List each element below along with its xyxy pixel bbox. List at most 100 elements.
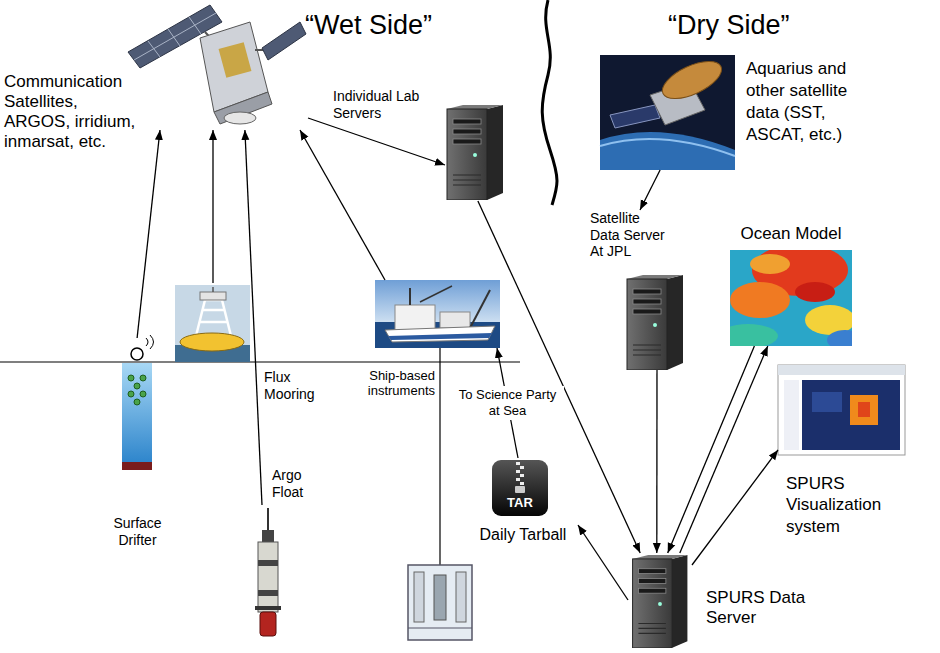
server-icon [627,275,683,370]
research-ship-photo [470,290,490,328]
node-label: Aquarius and other satellite data (SST, … [746,58,864,146]
communication-satellite [214,92,272,124]
sea-surface-line [0,361,520,362]
research-ship-photo [388,333,492,340]
flow-arrow [137,130,160,338]
argo-float [258,590,278,596]
side-divider [542,0,557,205]
research-ship-photo [385,326,495,342]
argo-float [262,530,274,542]
server-icon [633,555,688,648]
ocean-model-map [718,244,863,350]
research-ship-photo [420,286,452,302]
ctd-rosette [439,348,440,565]
satellite-data-node: Aquarius and other satellite data (SST, … [598,55,736,170]
surface-drifter [140,391,146,397]
float-node: Argo Float [250,505,288,643]
aquarius-satellite-image [600,54,735,170]
surface-drifter [134,399,140,405]
communication-satellite [128,5,306,124]
argo-float [255,606,281,610]
tarball-icon [516,462,520,465]
node-label: Flux Mooring [264,369,334,402]
ocean-model-map [827,330,852,346]
node-label: Daily Tarball [468,526,578,545]
research-ship-photo [375,280,500,348]
node-label: Ship-based instruments [360,368,435,399]
aquarius-satellite-image [610,105,660,128]
ctd-rosette [414,572,424,622]
ocean-model-map [750,254,790,274]
tarball-icon [516,478,520,481]
communication-satellite [262,22,306,60]
visualization-screenshot [858,402,870,417]
surface-drifter [122,462,152,470]
visualization-screenshot [802,380,900,450]
surface-drifter [146,335,154,349]
surface-drifter [140,375,146,381]
flow-arrow [212,130,213,283]
visualization-screenshot [812,392,842,412]
node-label: Ocean Model [730,224,852,244]
server-icon [633,555,688,648]
visualization-screenshot [784,380,799,450]
tarball-icon [492,460,548,516]
node-label: Surface Drifter [95,515,180,548]
flow-arrow [656,370,658,553]
flow-arrow [300,130,385,280]
node-label: SPURS Visualization system [786,473,908,537]
ocean-model-map [730,324,778,346]
flux-mooring-photo [175,285,250,362]
argo-float [258,560,278,566]
server-icon [447,105,503,200]
flux-mooring-photo [212,287,214,292]
argo-float [260,612,276,636]
communication-satellite [224,112,256,124]
drifter-node: Surface Drifter [115,338,160,473]
node-label: Individual Lab Servers [333,88,441,121]
visualization-screenshot [778,365,905,375]
server-icon [447,105,503,200]
region-title: “Wet Side” [305,10,465,41]
surface-drifter [122,335,154,470]
ctd-rosette [456,572,466,622]
tarball-icon [516,470,520,473]
research-ship-photo [375,280,500,325]
ocean-model-map [730,250,852,346]
node-label: SPURS Data Server [706,588,826,628]
ocean-model-map [795,282,835,302]
satellite-node: Communication Satellites, ARGOS, irridiu… [118,0,308,130]
server-node: Individual Lab Servers [445,103,507,201]
argo-float [255,508,281,636]
server-node: SPURS Data Server [628,553,692,650]
flow-arrow [245,130,262,505]
surface-drifter [131,348,143,360]
ctd-rosette [408,565,472,640]
icon-label: TAR [492,495,548,510]
ctd-rosette [434,575,446,620]
visualization-screenshot [850,395,878,425]
node-label: Satellite Data Server At JPL [590,210,670,260]
node-label: Communication Satellites, ARGOS, irridiu… [4,72,139,152]
aquarius-satellite-image [657,54,727,106]
aquarius-satellite-image [600,132,735,170]
tarball-icon [520,466,524,469]
argo-float [267,508,269,530]
flux-mooring-photo [200,292,226,300]
mooring-node: Flux Mooring [175,283,253,363]
communication-satellite [219,42,252,78]
model-node: Ocean Model [730,224,852,346]
surface-drifter [128,375,134,381]
flow-arrow [640,170,660,210]
node-label: Argo Float [272,467,322,500]
flow-arrow [692,450,778,565]
visualization-node: SPURS Visualization system [778,363,908,543]
surface-drifter [122,363,152,462]
flow-arrow [578,525,628,600]
ocean-model-map [730,282,790,318]
tarball-icon [520,474,524,477]
visualization-screenshot [778,365,905,455]
research-ship-photo [375,322,500,348]
